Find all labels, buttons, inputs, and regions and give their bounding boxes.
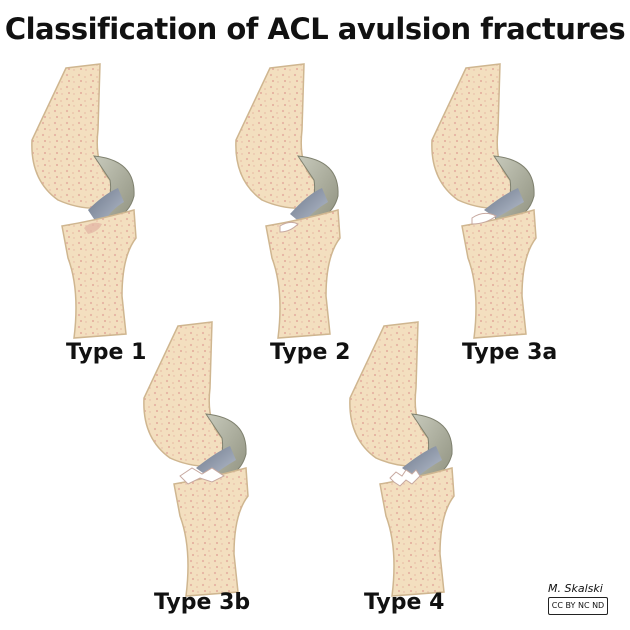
type-label: Type 3b <box>154 590 251 615</box>
type-label: Type 3a <box>462 340 558 365</box>
femur <box>431 63 517 210</box>
knee-diagram-type-1: Type 1 <box>28 60 168 365</box>
knee-illustration <box>143 321 249 597</box>
author-signature: M. Skalski <box>548 582 603 595</box>
tibial-spine <box>84 222 102 234</box>
acl-ligament <box>290 188 328 224</box>
fracture-fragment <box>471 212 497 225</box>
knee-diagram-type-3b: Type 3b <box>140 318 280 615</box>
acl-ligament <box>402 446 442 478</box>
femur <box>31 63 117 210</box>
femur <box>349 321 435 468</box>
acl-ligament <box>484 188 524 218</box>
type-label: Type 2 <box>270 340 351 365</box>
tibia <box>173 467 249 597</box>
knee-illustration <box>235 63 341 339</box>
type-label: Type 1 <box>66 340 147 365</box>
knee-diagram-type-2: Type 2 <box>232 60 372 365</box>
knee-illustration <box>431 63 537 339</box>
fracture-fragment <box>179 467 225 485</box>
acl-ligament <box>196 446 236 478</box>
page-title: Classification of ACL avulsion fractures <box>4 12 626 46</box>
knee-diagram-type-3a: Type 3a <box>428 60 568 365</box>
tibia <box>61 209 137 339</box>
tibia <box>265 209 341 339</box>
knee-illustration <box>349 321 455 597</box>
knee-diagram-type-4: Type 4 <box>346 318 486 615</box>
acl-ligament <box>88 188 124 228</box>
knee-illustration <box>31 63 137 339</box>
type-label: Type 4 <box>364 590 445 615</box>
fracture-fragment <box>279 221 299 233</box>
tibia <box>461 209 537 339</box>
license-badge: CC BY NC ND <box>548 597 608 615</box>
femur <box>235 63 321 210</box>
tibia <box>379 467 455 597</box>
fracture-fragment <box>389 469 421 487</box>
femur <box>143 321 229 468</box>
